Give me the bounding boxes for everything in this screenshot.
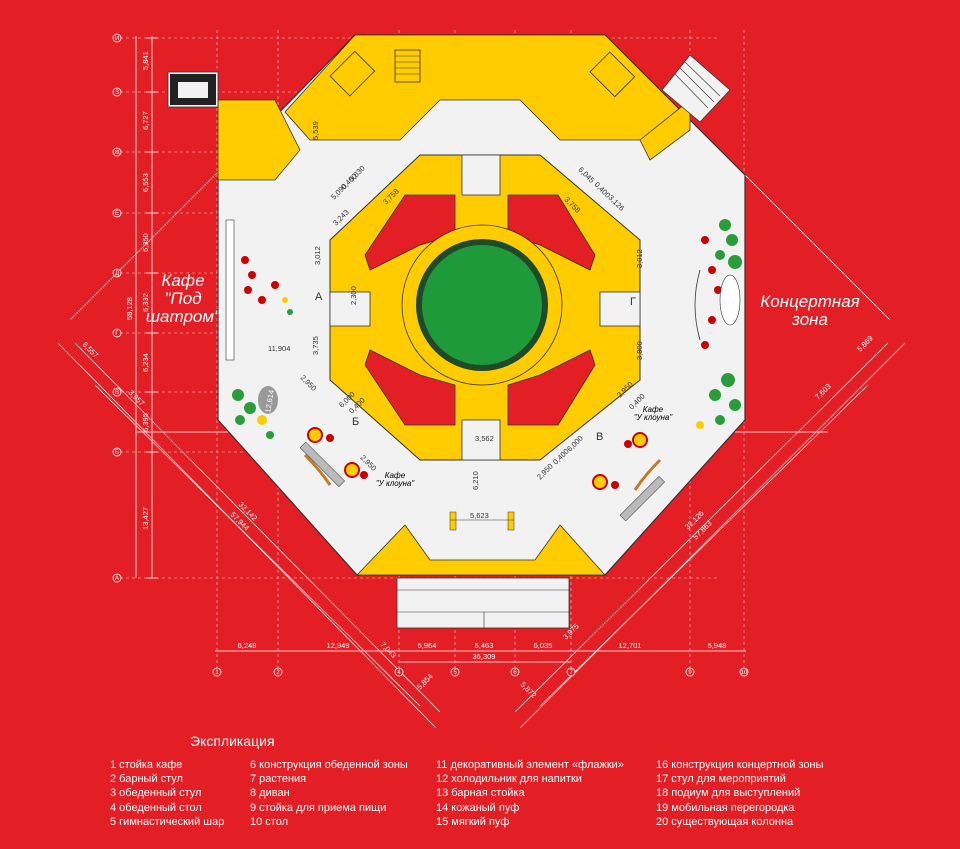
svg-text:13,427: 13,427 — [141, 507, 150, 530]
svg-text:4: 4 — [397, 670, 401, 676]
svg-text:6,248: 6,248 — [238, 641, 257, 650]
svg-text:6,035: 6,035 — [534, 641, 553, 650]
left-dimension-chain — [135, 36, 158, 579]
svg-text:5,841: 5,841 — [141, 51, 150, 70]
svg-text:12,949: 12,949 — [327, 641, 350, 650]
bottom-dimension-values: 6,248 12,949 5,964 6,463 6,035 12,701 5,… — [238, 641, 727, 661]
svg-text:6,332: 6,332 — [141, 293, 150, 312]
axis-bubbles-vertical — [112, 33, 122, 583]
svg-text:6,210: 6,210 — [471, 471, 480, 490]
svg-text:Д: Д — [115, 271, 119, 277]
stair-nw — [329, 50, 376, 97]
svg-text:И: И — [115, 36, 119, 42]
stair-ne — [589, 51, 636, 98]
svg-text:Г: Г — [115, 331, 119, 337]
stair-left-steps — [395, 55, 420, 75]
svg-text:5,948: 5,948 — [708, 641, 727, 650]
svg-text:6,463: 6,463 — [475, 641, 494, 650]
clown-cafe-left-furniture — [299, 427, 368, 487]
svg-text:3,012: 3,012 — [635, 249, 644, 268]
cafe-tent-label: Кафе "Под шатром" — [145, 271, 221, 326]
svg-text:5,964: 5,964 — [418, 641, 437, 650]
clown-cafe-right-label: Кафе "У клоуна" — [633, 405, 673, 423]
svg-text:5,854: 5,854 — [415, 672, 435, 692]
clown-cafe-left-label: Кафе "У клоуна" — [375, 471, 415, 489]
svg-text:6,557: 6,557 — [81, 340, 101, 360]
svg-text:9: 9 — [688, 670, 692, 676]
svg-text:7: 7 — [569, 670, 573, 676]
svg-text:Е: Е — [115, 211, 119, 217]
section-v: В — [596, 431, 603, 443]
left-dimension-values: 5,841 6,727 6,553 6,350 6,332 6,234 6,39… — [125, 51, 150, 530]
entrance-table-left — [449, 511, 457, 531]
arena — [422, 245, 542, 365]
upper-right-service-room — [639, 99, 691, 161]
svg-text:В: В — [115, 390, 119, 396]
cafe-tent-furniture — [225, 219, 293, 439]
svg-text:3,562: 3,562 — [475, 434, 494, 443]
svg-text:5,872: 5,872 — [519, 680, 539, 700]
svg-text:12,614: 12,614 — [263, 389, 276, 413]
svg-text:А: А — [115, 576, 119, 582]
svg-text:5,869: 5,869 — [855, 334, 875, 354]
svg-text:3,012: 3,012 — [313, 246, 322, 265]
svg-text:58,128: 58,128 — [125, 297, 134, 320]
svg-text:5,623: 5,623 — [470, 511, 489, 520]
svg-text:6,234: 6,234 — [141, 353, 150, 372]
svg-text:Ж: Ж — [114, 150, 120, 156]
svg-text:З: З — [115, 90, 119, 96]
svg-text:6,350: 6,350 — [141, 233, 150, 252]
entrance-table-right — [507, 511, 515, 531]
svg-text:6: 6 — [513, 670, 517, 676]
aisles — [329, 154, 641, 461]
svg-text:5,539: 5,539 — [311, 121, 320, 140]
lower-entrance — [396, 577, 570, 629]
svg-text:1: 1 — [215, 670, 219, 676]
svg-text:36,309: 36,309 — [473, 652, 496, 661]
section-marks: А Б В Г — [315, 291, 636, 443]
stair-left — [394, 49, 421, 83]
bottom-dimension-chain — [215, 650, 746, 663]
red-seating-blocks — [364, 194, 596, 426]
section-g: Г — [630, 296, 636, 308]
svg-text:6,395: 6,395 — [141, 413, 150, 432]
lower-entrance-lines — [397, 589, 569, 628]
svg-text:11,904: 11,904 — [268, 344, 290, 353]
svg-text:6,553: 6,553 — [141, 173, 150, 192]
svg-text:2,300: 2,300 — [349, 286, 358, 305]
axis-labels-vertical: И З Ж Е Д Г В Б А — [114, 36, 120, 582]
bottom-service-block — [356, 524, 606, 576]
svg-text:3,735: 3,735 — [311, 336, 320, 355]
svg-text:7,043: 7,043 — [379, 640, 399, 660]
entrance-block-left-inner — [178, 82, 208, 98]
svg-text:5: 5 — [453, 670, 457, 676]
svg-text:2: 2 — [276, 670, 280, 676]
upper-left-service-room — [217, 99, 301, 181]
svg-text:3,800: 3,800 — [635, 341, 644, 360]
axis-labels-horizontal: 1 2 4 5 6 7 9 10 — [215, 670, 748, 676]
concert-zone-label: Концертная зона — [760, 292, 860, 329]
clown-cafe-right-furniture — [592, 432, 665, 522]
svg-text:7,603: 7,603 — [813, 382, 833, 402]
entrance-block-right-steps — [674, 61, 721, 109]
section-b: Б — [352, 416, 359, 428]
axis-bubbles-horizontal — [212, 667, 749, 677]
svg-text:6,727: 6,727 — [141, 111, 150, 130]
entrance-block-right — [661, 54, 731, 123]
concert-zone-furniture — [694, 219, 742, 429]
svg-text:12,701: 12,701 — [619, 641, 642, 650]
svg-text:10: 10 — [741, 670, 748, 676]
svg-text:Б: Б — [115, 450, 119, 456]
top-service-block — [284, 34, 681, 141]
section-a: А — [315, 291, 323, 303]
